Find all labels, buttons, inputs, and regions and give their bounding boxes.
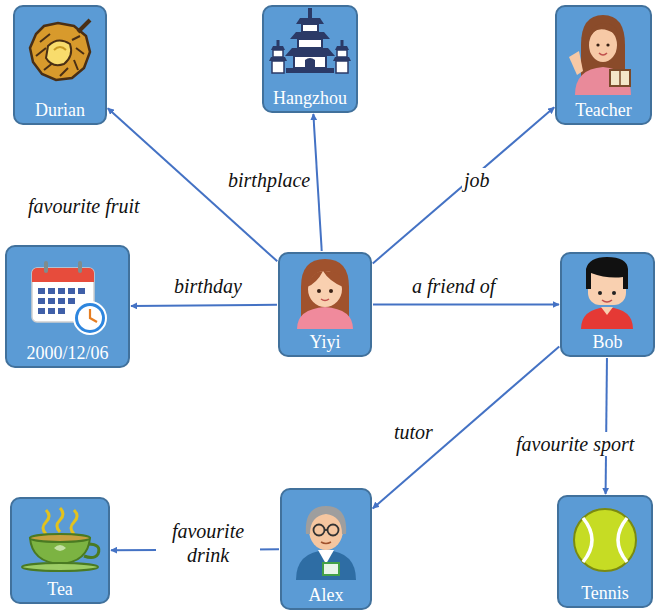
- entity-name: Yiyi: [309, 332, 340, 352]
- girl-icon: [297, 259, 353, 329]
- relation-arrow: [373, 304, 559, 306]
- entity-name: Teacher: [575, 100, 632, 120]
- entity-name: Bob: [592, 332, 622, 352]
- calendar-icon: [32, 261, 106, 334]
- relation-arrow: [373, 346, 559, 508]
- relation-arrow: [606, 358, 607, 494]
- relation-label: favourite fruit: [26, 194, 142, 218]
- entity-name: Alex: [309, 585, 344, 605]
- old-man-icon: [296, 506, 356, 580]
- relation-arrow: [373, 107, 554, 263]
- relation-label: favourite sport: [514, 432, 636, 456]
- teacher-icon: [569, 15, 631, 95]
- relation-label: favourite drink: [156, 519, 260, 567]
- entity-box: Tea: [10, 497, 110, 604]
- entity-box: Bob: [560, 252, 655, 357]
- entity-name: 2000/12/06: [26, 343, 108, 363]
- pagoda-icon: [269, 8, 351, 73]
- relation-label: birthplace: [226, 168, 312, 192]
- tea-icon: [22, 508, 99, 571]
- entity-box: Yiyi: [278, 252, 372, 357]
- entity-box: Teacher: [555, 5, 652, 125]
- relation-label: birthday: [172, 274, 244, 298]
- entity-name: Tennis: [581, 583, 629, 603]
- entity-box: 2000/12/06: [5, 245, 130, 368]
- entity-box: Alex: [280, 488, 372, 610]
- relation-label: tutor: [392, 420, 435, 444]
- relation-arrow: [131, 305, 277, 306]
- entity-box: Hangzhou: [262, 5, 358, 113]
- entity-box: Durian: [13, 5, 107, 125]
- entity-box: Tennis: [557, 495, 653, 608]
- tennis-ball-icon: [574, 509, 636, 571]
- entity-name: Durian: [35, 100, 85, 120]
- durian-icon: [30, 20, 90, 80]
- entity-name: Tea: [47, 579, 73, 599]
- relation-label: job: [462, 168, 492, 192]
- boy-icon: [581, 257, 633, 329]
- relation-arrow: [313, 114, 321, 251]
- relation-label: a friend of: [410, 274, 497, 298]
- entity-name: Hangzhou: [273, 88, 347, 108]
